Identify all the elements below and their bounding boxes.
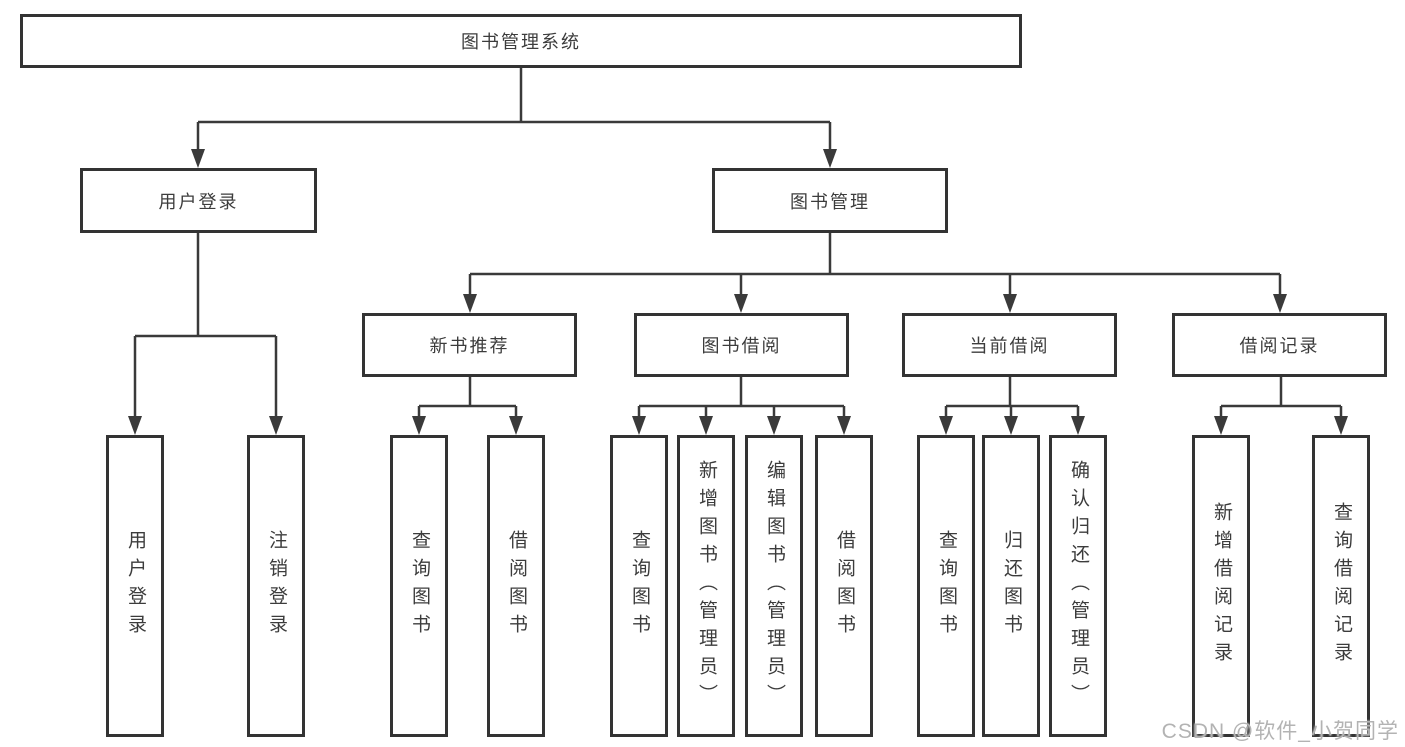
leaf-edit-book-admin: 编辑图书（管理员）: [745, 435, 803, 737]
arrow-down-icon: [837, 416, 851, 435]
leaf-return-books: 归还图书: [982, 435, 1040, 737]
arrow-down-icon: [463, 294, 477, 313]
arrow-down-icon: [734, 294, 748, 313]
node-label: 查询图书: [628, 530, 650, 642]
node-book-borrow: 图书借阅: [634, 313, 849, 377]
arrow-down-icon: [191, 149, 205, 168]
node-label: 查询图书: [408, 530, 430, 642]
node-label: 新增借阅记录: [1210, 502, 1232, 670]
node-label: 借阅图书: [833, 530, 855, 642]
node-label: 归还图书: [1000, 530, 1022, 642]
arrow-down-icon: [412, 416, 426, 435]
leaf-borrow-books: 借阅图书: [815, 435, 873, 737]
node-book-management: 图书管理: [712, 168, 948, 233]
node-label: 查询图书: [935, 530, 957, 642]
node-label: 查询借阅记录: [1330, 502, 1352, 670]
node-library-management-system: 图书管理系统: [20, 14, 1022, 68]
node-user-login: 用户登录: [80, 168, 317, 233]
leaf-query-books: 查询图书: [610, 435, 668, 737]
arrow-down-icon: [269, 416, 283, 435]
csdn-watermark: CSDN @软件_小贺同学: [1161, 720, 1399, 743]
leaf-query-borrow-record: 查询借阅记录: [1312, 435, 1370, 737]
arrow-down-icon: [767, 416, 781, 435]
leaf-add-borrow-record: 新增借阅记录: [1192, 435, 1250, 737]
node-current-borrow: 当前借阅: [902, 313, 1117, 377]
node-label: 当前借阅: [969, 336, 1050, 356]
node-label: 图书管理系统: [461, 32, 581, 52]
arrow-down-icon: [1003, 294, 1017, 313]
arrow-down-icon: [632, 416, 646, 435]
node-label: 借阅记录: [1239, 336, 1320, 356]
arrow-down-icon: [939, 416, 953, 435]
node-label: 图书管理: [790, 191, 870, 212]
node-label: 注销登录: [265, 530, 287, 642]
arrow-down-icon: [128, 416, 142, 435]
node-borrow-records: 借阅记录: [1172, 313, 1387, 377]
node-label: 新书推荐: [429, 336, 510, 356]
arrow-down-icon: [1214, 416, 1228, 435]
node-label: 图书借阅: [701, 336, 782, 356]
arrow-down-icon: [1334, 416, 1348, 435]
leaf-logout: 注销登录: [247, 435, 305, 737]
node-label: 编辑图书（管理员）: [763, 460, 785, 712]
arrow-down-icon: [699, 416, 713, 435]
arrow-down-icon: [1004, 416, 1018, 435]
arrow-down-icon: [1071, 416, 1085, 435]
leaf-confirm-return-admin: 确认归还（管理员）: [1049, 435, 1107, 737]
leaf-user-login: 用户登录: [106, 435, 164, 737]
node-label: 借阅图书: [505, 530, 527, 642]
node-label: 确认归还（管理员）: [1067, 460, 1089, 712]
node-label: 用户登录: [124, 530, 146, 642]
leaf-add-book-admin: 新增图书（管理员）: [677, 435, 735, 737]
arrow-down-icon: [1273, 294, 1287, 313]
node-new-book-recommend: 新书推荐: [362, 313, 577, 377]
arrow-down-icon: [509, 416, 523, 435]
leaf-query-books: 查询图书: [390, 435, 448, 737]
leaf-query-books: 查询图书: [917, 435, 975, 737]
arrow-down-icon: [823, 149, 837, 168]
node-label: 用户登录: [158, 191, 239, 212]
leaf-borrow-books: 借阅图书: [487, 435, 545, 737]
node-label: 新增图书（管理员）: [695, 460, 717, 712]
